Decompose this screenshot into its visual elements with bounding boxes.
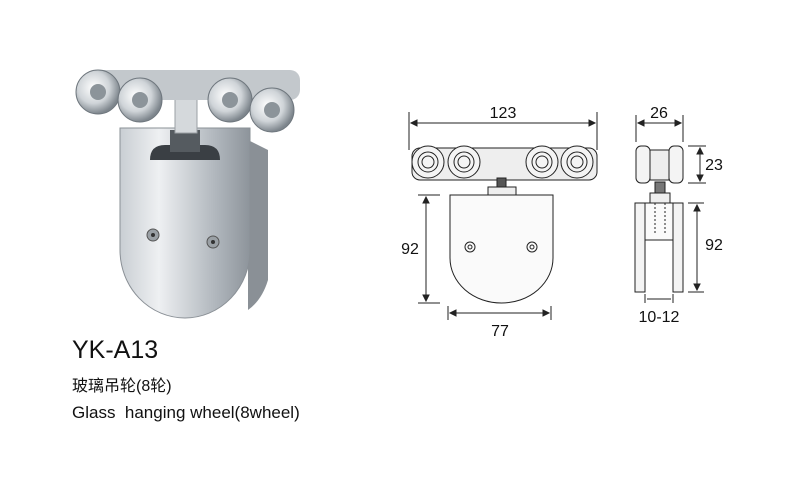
dim-wheel-width: 26 <box>650 105 668 122</box>
product-name-english: Glass hanging wheel(8wheel) <box>72 403 300 422</box>
dim-glass-thickness: 10-12 <box>639 309 680 326</box>
product-photo <box>75 69 300 319</box>
product-model: YK-A13 <box>72 336 159 364</box>
front-view-drawing <box>408 112 598 320</box>
dim-wheel-height: 23 <box>705 157 723 174</box>
product-name-chinese: 玻璃吊轮(8轮) <box>72 378 172 395</box>
wheel-icon <box>75 69 295 133</box>
dim-side-plate-height: 92 <box>705 237 723 254</box>
dim-plate-width: 77 <box>491 323 509 340</box>
dim-front-plate-height: 92 <box>401 241 419 258</box>
dim-total-width: 123 <box>490 105 517 122</box>
side-view-drawing <box>634 115 706 303</box>
